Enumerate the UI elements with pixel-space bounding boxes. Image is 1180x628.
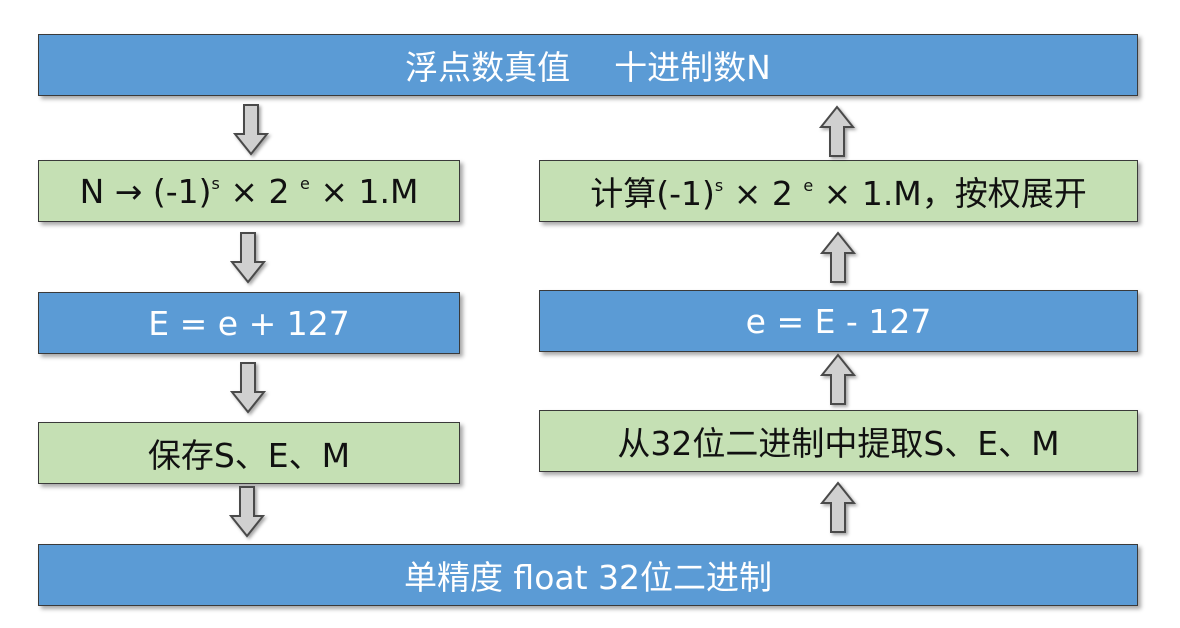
single-precision-box: 单精度 float 32位二进制	[38, 544, 1138, 606]
biased-exponent-formula: E = e + 127	[148, 303, 350, 343]
up-arrow-icon	[819, 481, 857, 534]
right-step-extract-box: 从32位二进制中提取S、E、M	[539, 410, 1138, 472]
unbiased-exponent-formula: e = E - 127	[745, 301, 932, 341]
store-sem-label: 保存S、E、M	[147, 436, 351, 475]
float-true-value-label: 浮点数真值	[405, 48, 571, 87]
right-step-compute-box: 计算(-1)s × 2 e × 1.M，按权展开	[539, 160, 1138, 222]
decimal-number-label: 十进制数N	[614, 48, 771, 87]
down-arrow-icon	[228, 486, 266, 538]
up-arrow-icon	[819, 353, 857, 406]
single-precision-label: 单精度 float 32位二进制	[403, 558, 773, 597]
left-step-exponent-box: E = e + 127	[38, 292, 460, 354]
down-arrow-icon	[229, 362, 267, 414]
normalize-formula: N → (-1)s × 2 e × 1.M	[79, 171, 419, 211]
extract-sem-label: 从32位二进制中提取S、E、M	[617, 424, 1060, 463]
right-step-exponent-box: e = E - 127	[539, 290, 1138, 352]
left-step-store-box: 保存S、E、M	[38, 422, 460, 484]
left-step-normalize-box: N → (-1)s × 2 e × 1.M	[38, 160, 460, 222]
float-true-value-box: 浮点数真值 十进制数N	[38, 34, 1138, 96]
up-arrow-icon	[818, 105, 856, 158]
compute-formula: 计算(-1)s × 2 e × 1.M，按权展开	[590, 174, 1087, 213]
down-arrow-icon	[229, 232, 267, 284]
down-arrow-icon	[232, 104, 270, 156]
up-arrow-icon	[819, 231, 857, 284]
